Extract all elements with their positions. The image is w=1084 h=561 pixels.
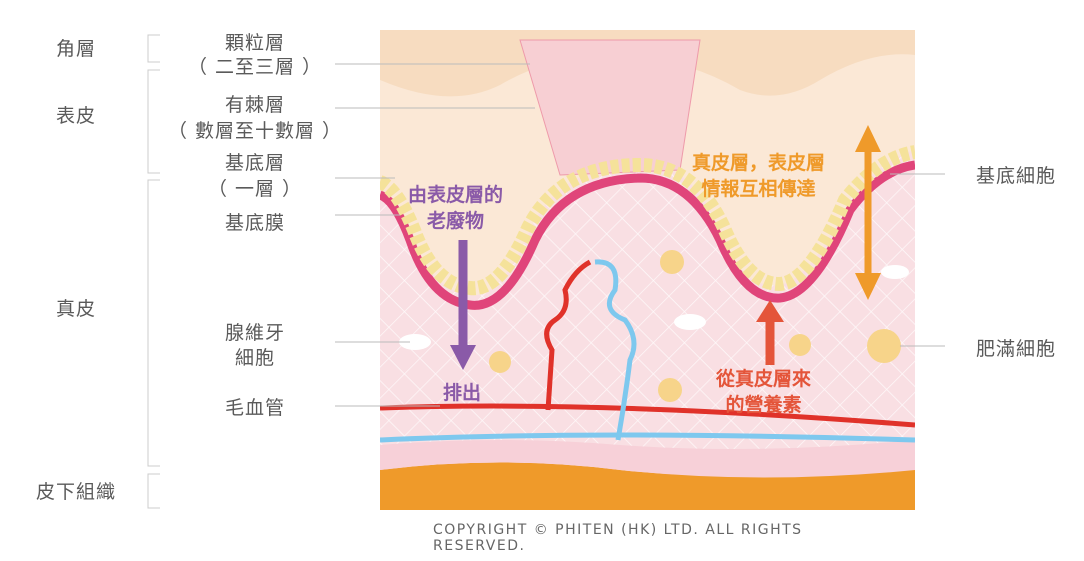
annotation-excrete: 排出: [443, 382, 482, 404]
annotation-nutrient-2: 的營養素: [725, 394, 802, 416]
mast-cell: [867, 329, 901, 363]
label-spinous: 有棘層: [224, 94, 286, 116]
annotation-info-2: 情報互相傳達: [701, 178, 816, 200]
annotation-nutrient-1: 從真皮層來: [716, 368, 812, 390]
label-subcutaneous: 皮下組織: [35, 481, 117, 503]
fat-cell: [660, 250, 684, 274]
label-spinous-note: （ 數層至十數層 ）: [167, 120, 343, 142]
brackets: [147, 34, 160, 509]
copyright: COPYRIGHT © PHITEN (HK) LTD. ALL RIGHTS …: [433, 522, 803, 554]
label-basement-membrane: 基底膜: [224, 212, 286, 234]
label-stratum-corneum: 角層: [55, 38, 97, 60]
label-epidermis: 表皮: [55, 105, 97, 127]
label-fibroblast-2: 細胞: [234, 347, 276, 369]
stratum-corneum: [380, 30, 915, 97]
label-mast-cell: 肥滿細胞: [976, 338, 1057, 360]
capillary-arterial: [544, 259, 592, 411]
basal-cells: [380, 145, 915, 296]
label-basal-note: （ 一層 ）: [207, 178, 303, 200]
subcutaneous: [380, 460, 915, 510]
annotation-waste-2: 老廢物: [427, 210, 485, 232]
label-fibroblast-1: 腺維牙: [224, 322, 286, 344]
label-basal: 基底層: [224, 152, 286, 174]
label-basal-cell: 基底細胞: [976, 165, 1057, 187]
label-granular-note: （ 二至三層 ）: [187, 56, 323, 78]
basement-membrane: [380, 160, 915, 310]
leader-lines: [335, 63, 945, 407]
vein: [380, 432, 915, 443]
label-capillary: 毛血管: [224, 397, 286, 419]
label-dermis: 真皮: [55, 298, 97, 320]
label-granular: 顆粒層: [224, 32, 286, 54]
fibroblast: [399, 334, 431, 350]
capillary-venous: [594, 259, 637, 441]
annotation-info-1: 真皮層，表皮層: [692, 152, 826, 174]
annotation-waste-1: 由表皮層的: [408, 184, 504, 206]
